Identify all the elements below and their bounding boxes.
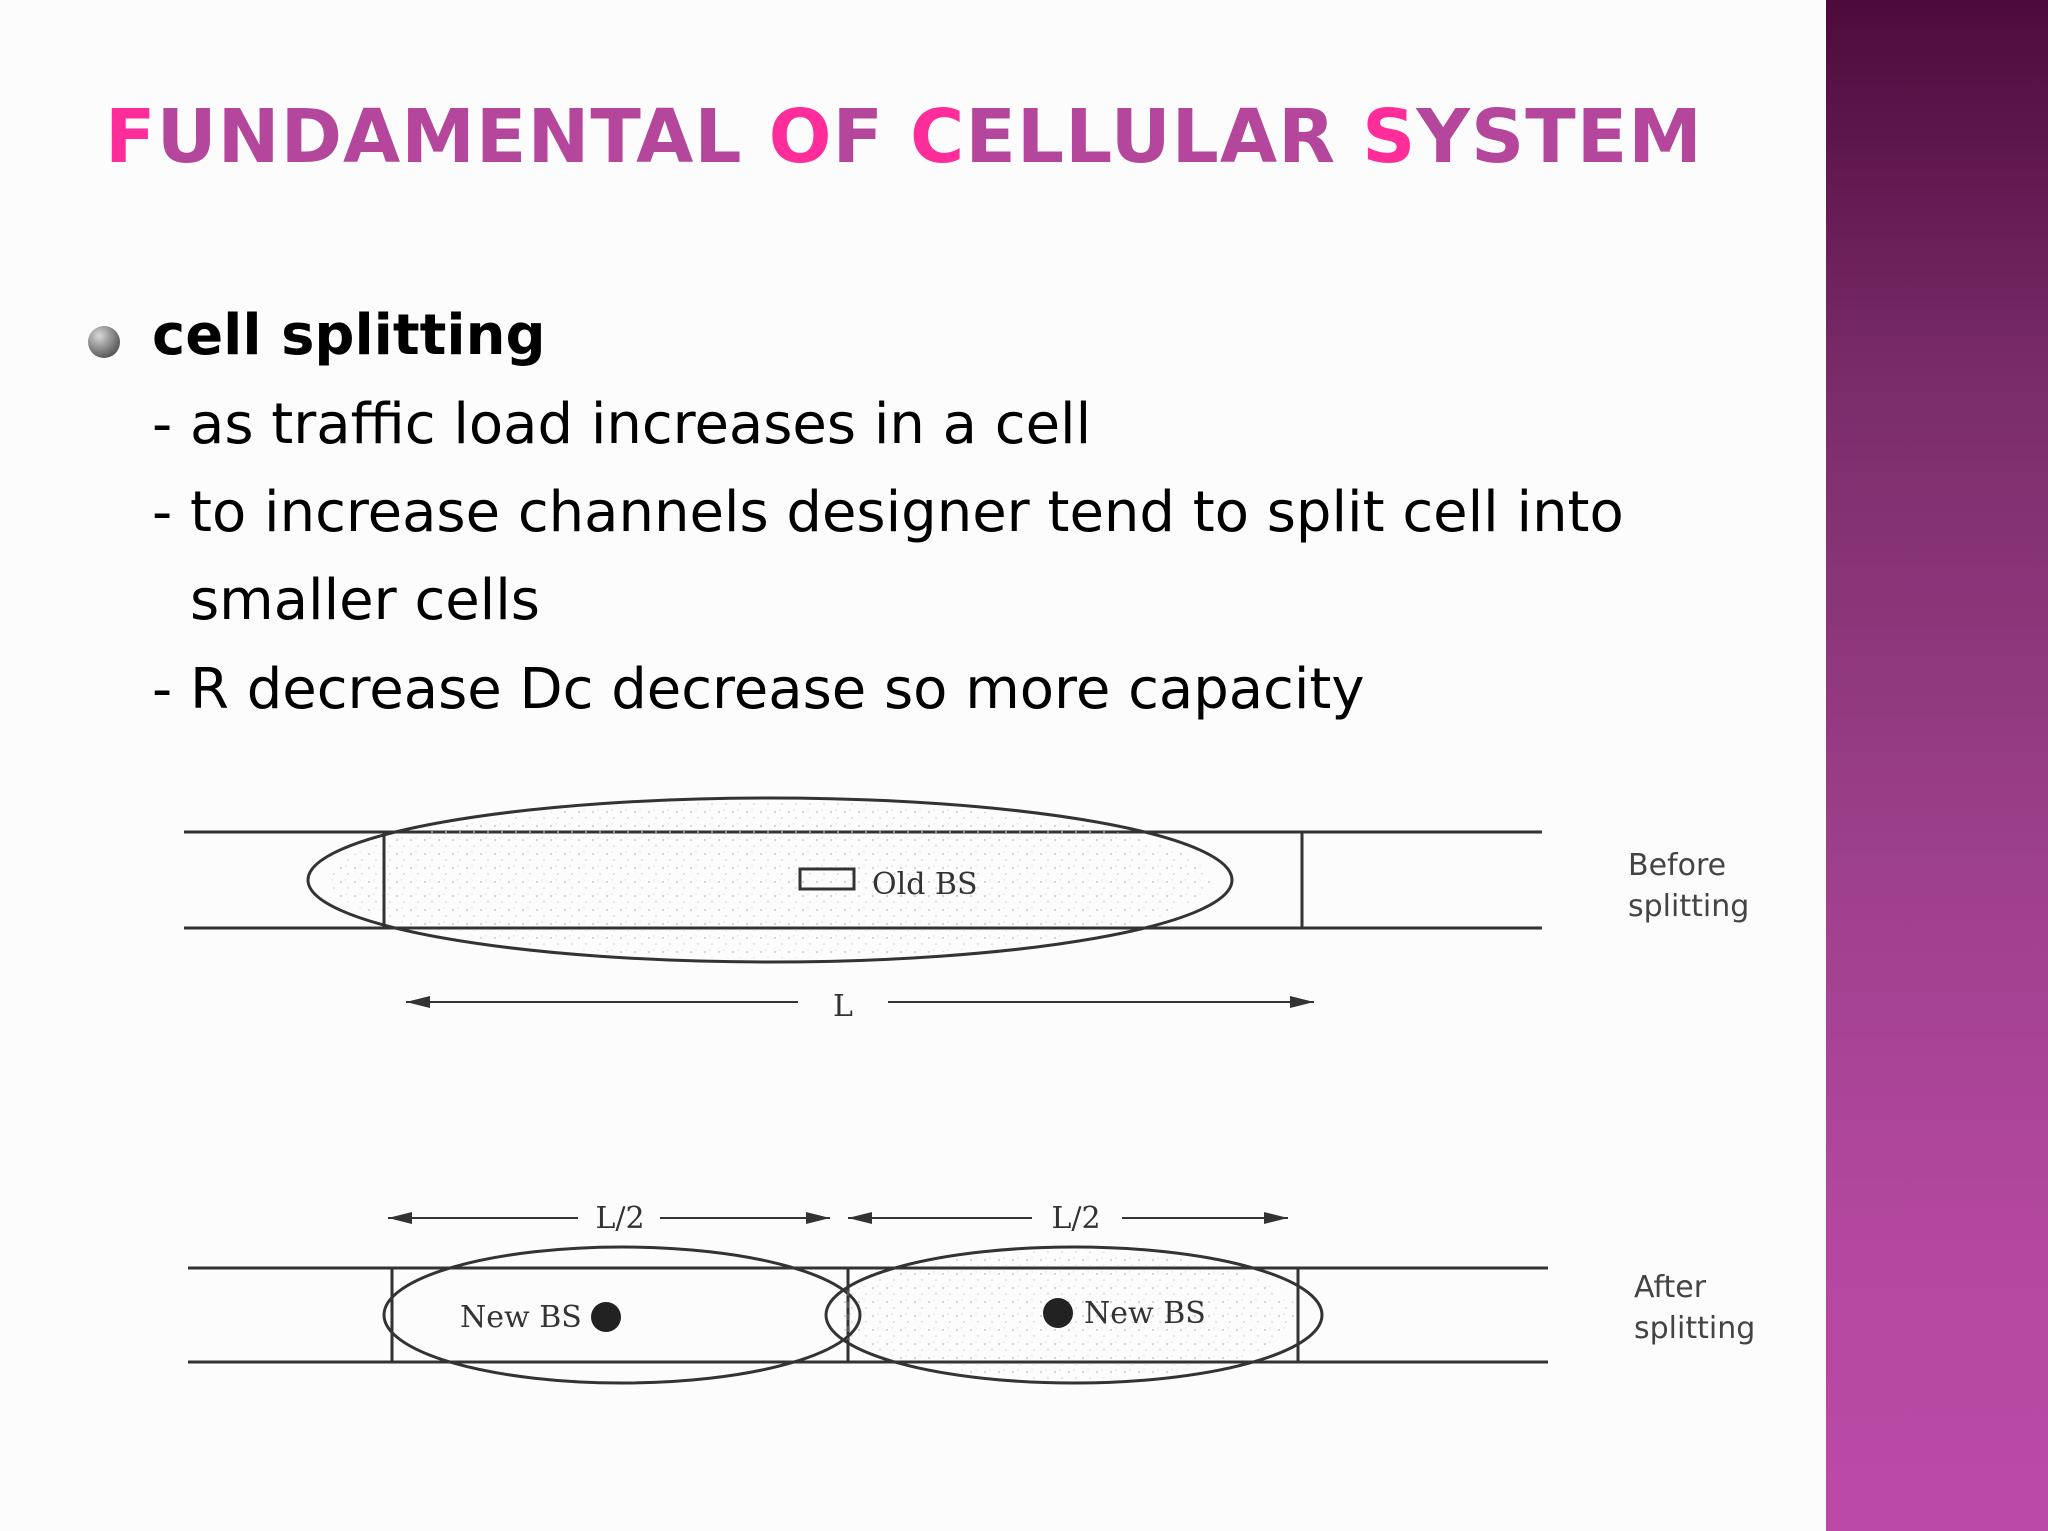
bullet-line-2: - to increase channels designer tend to … — [152, 480, 1624, 545]
new-bs-left-label: New BS — [460, 1300, 582, 1335]
title-word-2: OF — [768, 94, 885, 180]
before-splitting-group: Old BS L Before splitting — [184, 796, 1749, 1024]
bullet-icon — [88, 326, 120, 358]
new-bs-right-icon — [1043, 1298, 1073, 1328]
after-splitting-group: L/2 L/2 New BS New BS After splitting — [188, 1201, 1755, 1385]
decorative-sidebar — [1826, 0, 2048, 1531]
bullet-heading: cell splitting — [152, 303, 546, 368]
bullet-line-3: - R decrease Dc decrease so more capacit… — [152, 657, 1365, 722]
title-word-3: CELLULAR — [910, 94, 1337, 180]
bullet-line-2-continued: smaller cells — [190, 568, 540, 633]
after-caption-line-2: splitting — [1634, 1311, 1755, 1346]
new-bs-right-label: New BS — [1084, 1296, 1206, 1331]
before-caption-line-2: splitting — [1628, 889, 1749, 924]
after-caption-line-1: After — [1634, 1270, 1707, 1305]
cell-splitting-diagram: Old BS L Before splitting L/2 L/2 New B — [184, 796, 1755, 1385]
new-bs-left-icon — [591, 1302, 621, 1332]
bullet-line-1: - as traffic load increases in a cell — [152, 392, 1092, 457]
new-cell-right-outline — [824, 1245, 1324, 1385]
length-label: L — [833, 989, 853, 1024]
old-bs-label: Old BS — [872, 867, 978, 902]
before-caption-line-1: Before — [1628, 848, 1726, 883]
title-word-1: FUNDAMENTAL — [105, 94, 743, 180]
new-cell-left-outline — [382, 1245, 862, 1385]
half-length-label-left: L/2 — [595, 1201, 644, 1236]
old-bs-icon — [798, 867, 856, 891]
old-cell-fill — [330, 802, 1210, 958]
half-length-label-right: L/2 — [1051, 1201, 1100, 1236]
old-cell-outline — [306, 796, 1234, 964]
title-word-4: SYSTEM — [1362, 94, 1703, 180]
